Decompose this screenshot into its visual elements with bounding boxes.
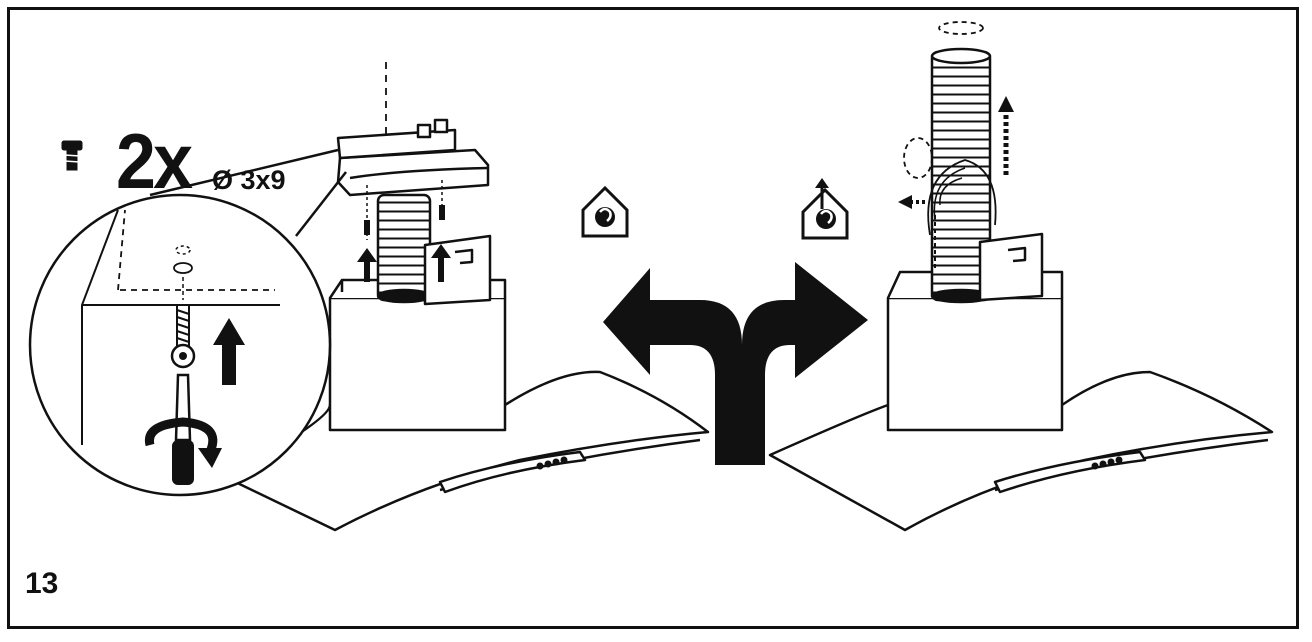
left-cooker-hood xyxy=(223,62,710,532)
right-damper-flap xyxy=(978,232,1044,302)
rotate-clockwise-icon xyxy=(144,417,222,468)
push-up-arrow-icon xyxy=(213,318,245,385)
right-cooker-hood xyxy=(768,21,1274,532)
duct-up-arrow-icon xyxy=(998,96,1014,175)
screw-dimension-label: Ø 3x9 xyxy=(212,165,286,195)
right-control-buttons xyxy=(1091,456,1123,470)
left-damper-flap xyxy=(423,234,492,306)
split-arrow-icon xyxy=(603,262,868,465)
left-control-buttons xyxy=(536,456,568,470)
duct-side-arrow-icon xyxy=(898,195,925,209)
right-motor-housing xyxy=(886,296,1064,432)
screw-quantity-label: 2x xyxy=(116,117,193,205)
detail-screw-icon xyxy=(170,304,196,369)
screw-icon xyxy=(61,140,83,171)
left-flex-duct xyxy=(376,193,432,302)
house-recirculation-icon xyxy=(581,185,629,238)
step-number: 13 xyxy=(25,567,59,600)
left-mount-arrows xyxy=(357,244,451,282)
house-extraction-icon xyxy=(801,178,849,240)
left-motor-housing xyxy=(328,296,507,432)
